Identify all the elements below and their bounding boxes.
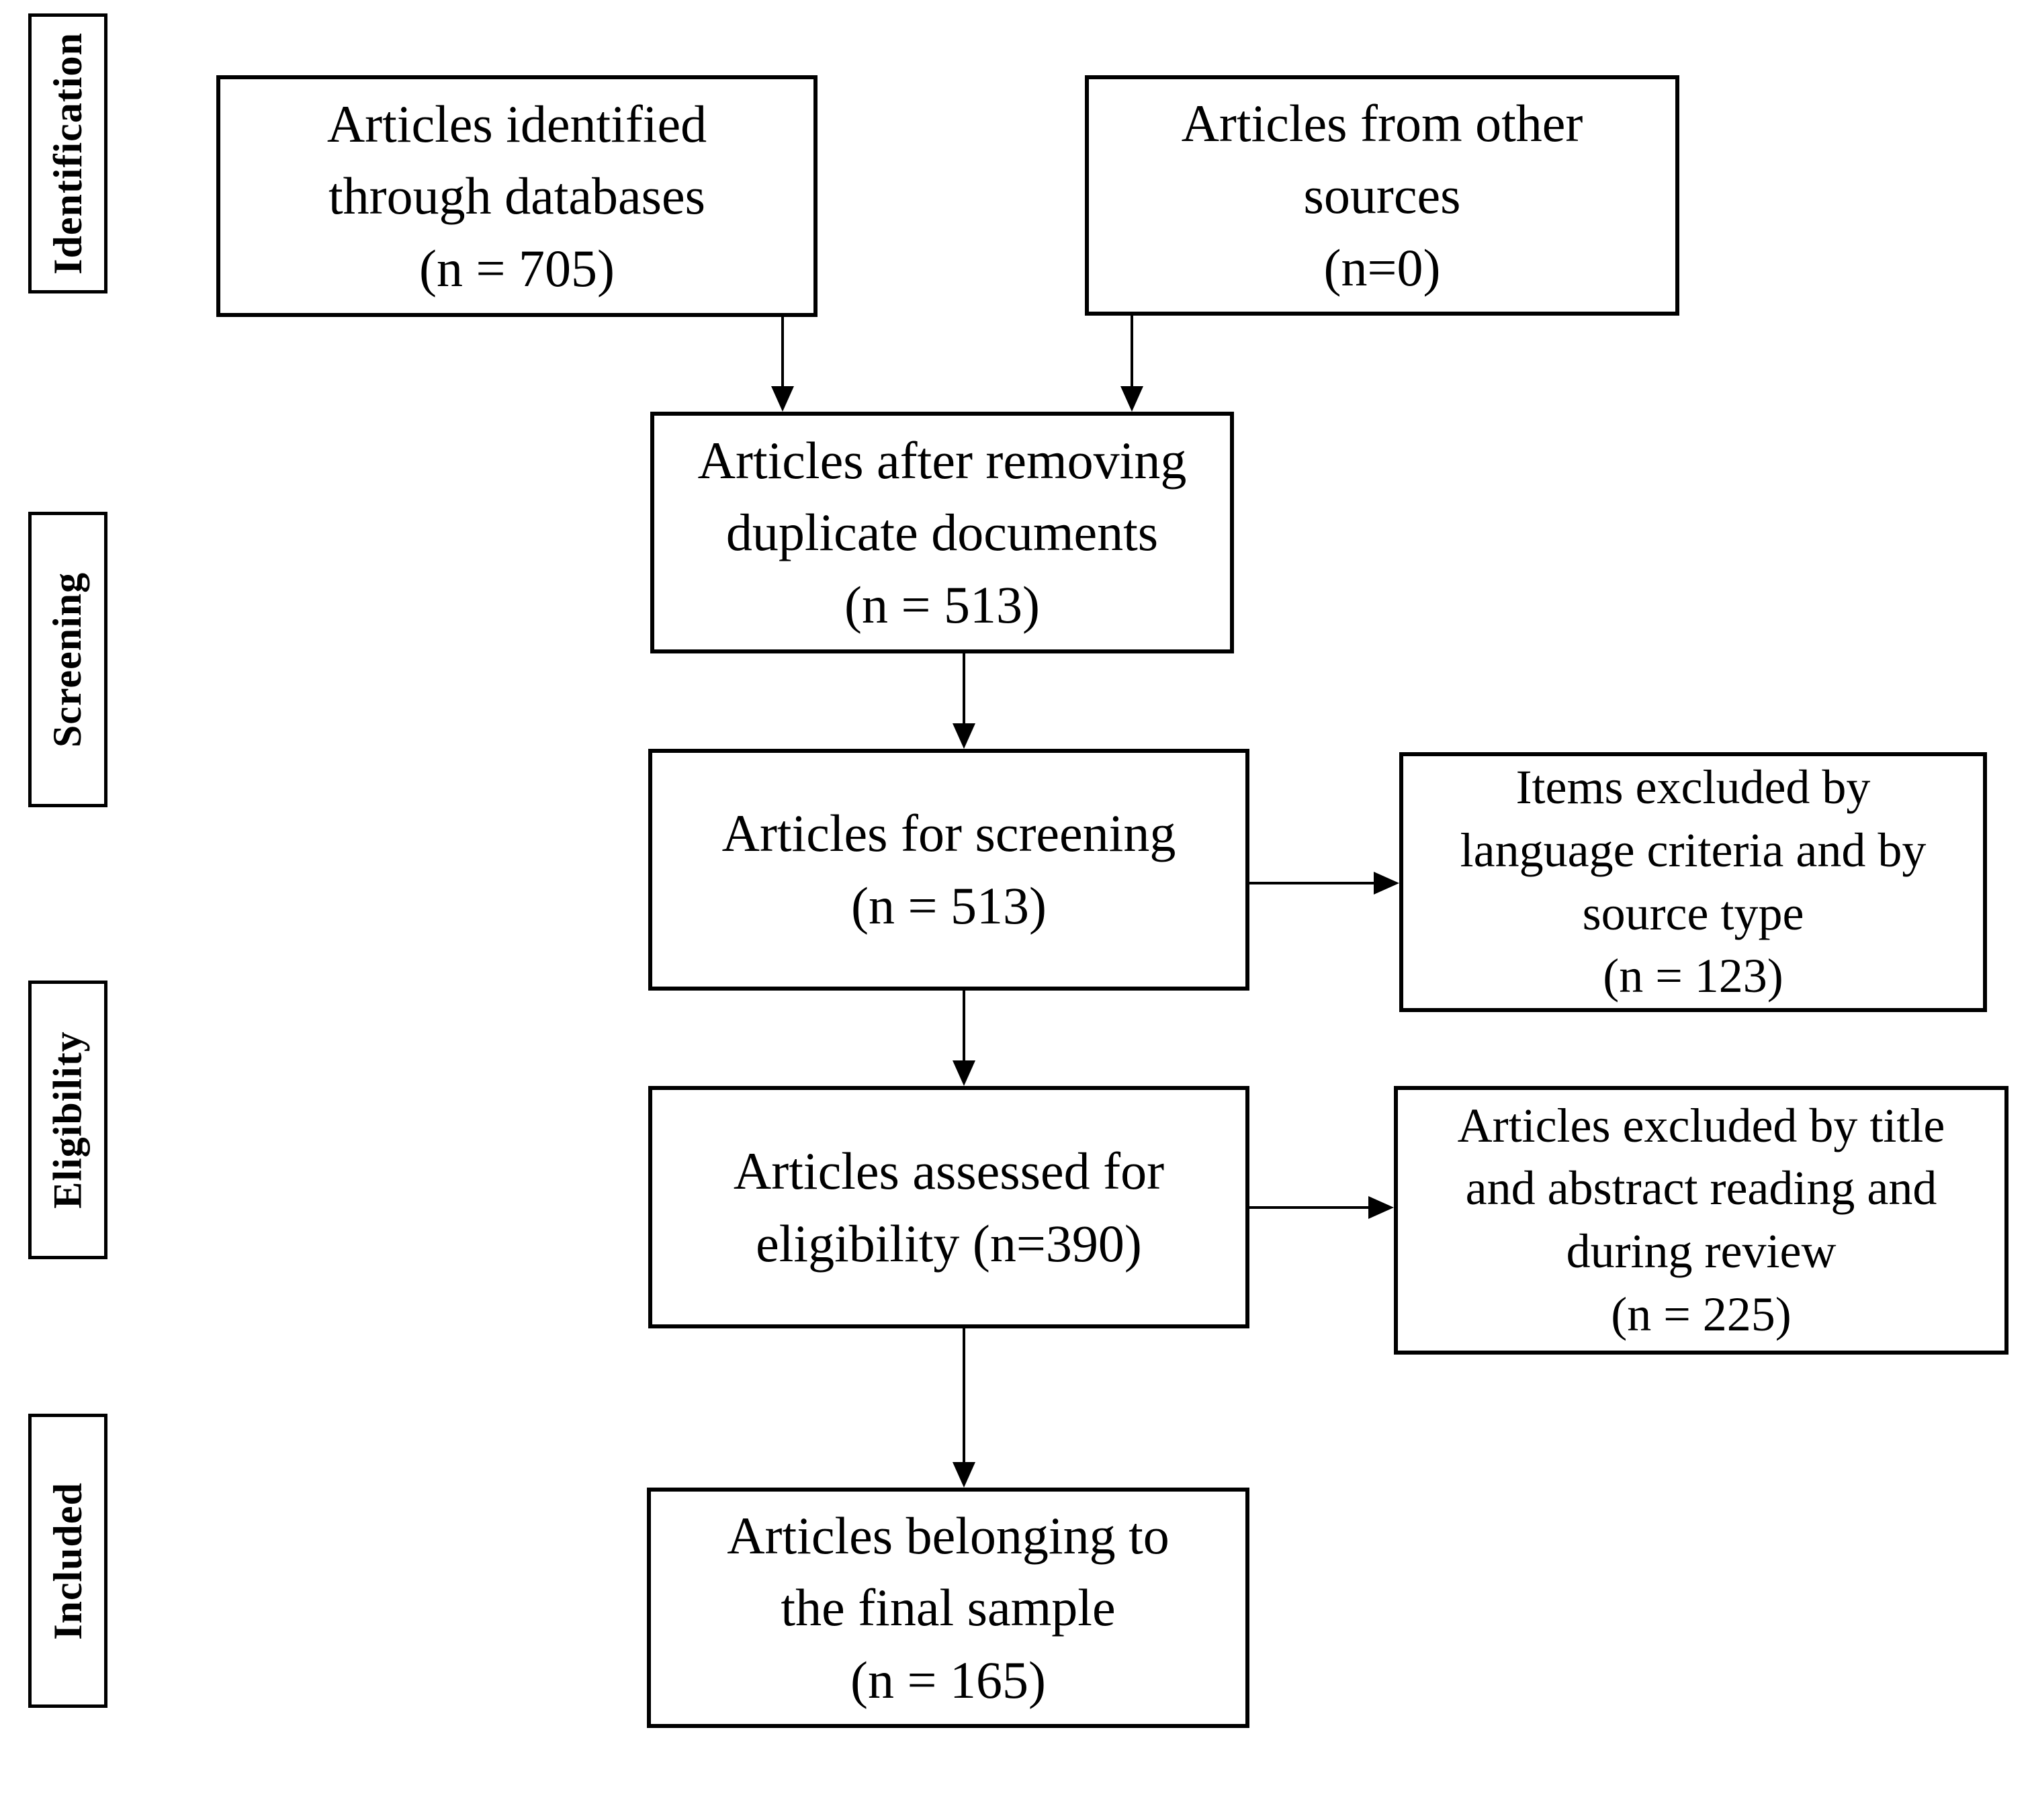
stage-label-identification: Identification: [28, 13, 107, 293]
arrow-eligibility-to-excluded-title: [1249, 1196, 1394, 1219]
text-line: Articles from other: [1181, 93, 1583, 152]
box-final-sample: Articles belonging to the final sample (n …: [647, 1488, 1249, 1728]
text-line: Articles for screening: [721, 804, 1176, 863]
stage-label-screening: Screening: [28, 512, 107, 807]
box-for-screening: Articles for screening (n = 513): [648, 749, 1249, 991]
box-identified-through-databases: Articles identified through databases (n =…: [216, 75, 818, 317]
text-line: the final sample: [781, 1578, 1116, 1637]
box-from-other-sources: Articles from other sources (n=0): [1085, 75, 1679, 316]
text-line: and abstract reading and: [1465, 1161, 1937, 1216]
arrow-other-sources-to-deduplicated: [1120, 313, 1143, 412]
box-excluded-language-source-type: Items excluded by language criteria and b…: [1399, 752, 1987, 1012]
box-after-removing-duplicates: Articles after removing duplicate documen…: [650, 412, 1234, 653]
text-line: Articles excluded by title: [1457, 1098, 1945, 1152]
stage-label-identification-text: Identification: [45, 32, 90, 275]
text-line: source type: [1582, 886, 1804, 940]
text-line: eligibility (n=390): [756, 1214, 1142, 1273]
text-line: (n = 705): [419, 238, 615, 298]
text-line: duplicate documents: [725, 503, 1159, 562]
text-line: Articles after removing: [697, 430, 1187, 490]
stage-label-eligibility: Eligibility: [28, 981, 107, 1259]
stage-label-eligibility-text: Eligibility: [45, 1031, 90, 1209]
box-assessed-for-eligibility: Articles assessed for eligibility (n=390): [648, 1086, 1249, 1328]
text-line: during review: [1566, 1224, 1837, 1278]
text-line: (n = 513): [851, 876, 1047, 935]
arrow-eligibility-to-final-sample: [953, 1328, 975, 1488]
text-line: Items excluded by: [1515, 760, 1871, 815]
text-line: (n = 513): [844, 575, 1040, 634]
box-excluded-title-abstract-review: Articles excluded by title and abstract r…: [1394, 1086, 2009, 1355]
stage-label-screening-text: Screening: [45, 572, 90, 747]
text-line: through databases: [328, 167, 705, 226]
arrow-screening-to-excluded-language: [1249, 872, 1399, 895]
arrow-databases-to-deduplicated: [771, 317, 794, 412]
text-line: (n = 123): [1603, 949, 1783, 1003]
text-line: (n = 165): [850, 1650, 1046, 1709]
text-line: Articles assessed for: [733, 1141, 1165, 1200]
arrow-screening-to-eligibility: [953, 991, 975, 1086]
text-line: (n=0): [1323, 238, 1441, 297]
text-line: language criteria and by: [1460, 823, 1927, 877]
arrow-deduplicated-to-screening: [953, 653, 975, 749]
text-line: Articles belonging to: [727, 1506, 1170, 1565]
text-line: sources: [1303, 166, 1461, 225]
stage-label-included-text: Included: [45, 1482, 90, 1640]
text-line: Articles identified: [326, 94, 707, 153]
text-line: (n = 225): [1611, 1287, 1792, 1341]
stage-label-included: Included: [28, 1414, 107, 1708]
